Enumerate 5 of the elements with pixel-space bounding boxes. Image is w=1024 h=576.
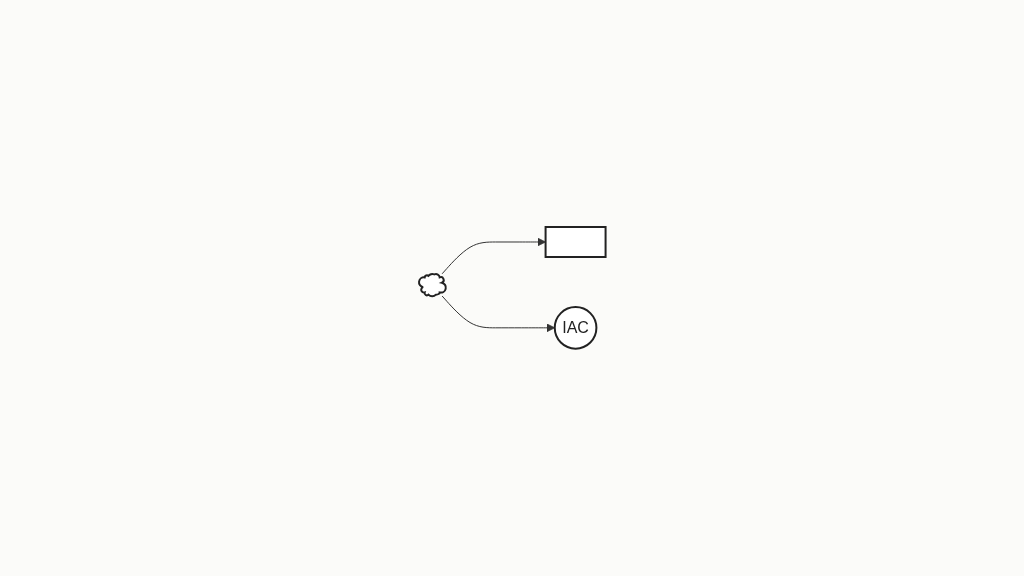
node-circle: IAC — [553, 306, 598, 350]
arrow — [441, 237, 546, 275]
arrow — [441, 295, 555, 333]
node-cloud — [417, 273, 447, 298]
node-box — [544, 226, 607, 259]
